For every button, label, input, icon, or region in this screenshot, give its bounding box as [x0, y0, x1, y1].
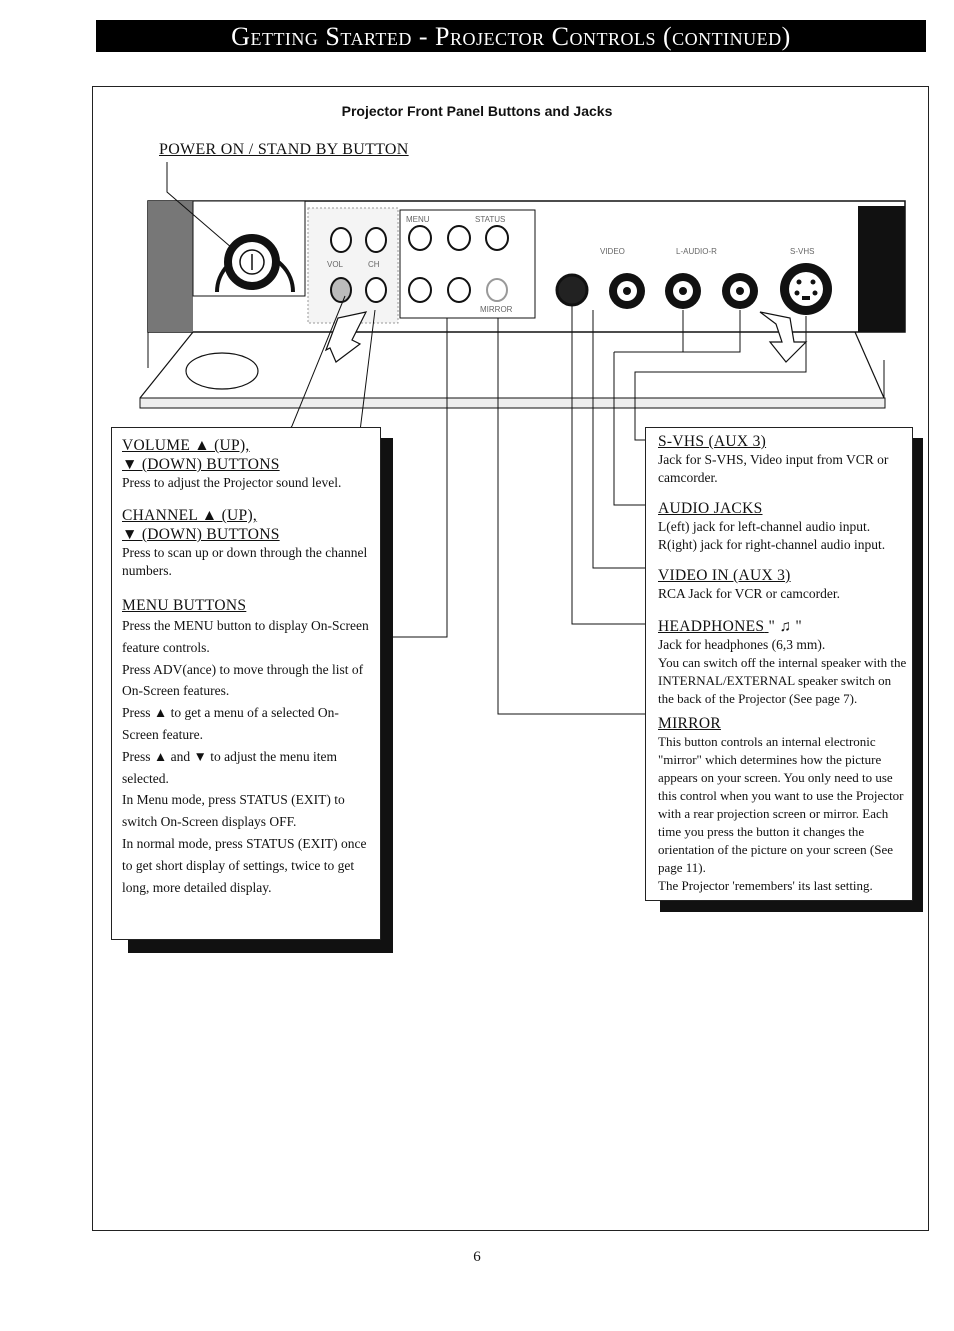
svhs-jack-icon [780, 263, 832, 315]
svg-text:STATUS: STATUS [475, 215, 505, 224]
svhs-text: Jack for S-VHS, Video input from VCR or … [658, 452, 889, 485]
figure-title: Projector Front Panel Buttons and Jacks [341, 103, 613, 119]
menu-line: Press the MENU button to display On-Scre… [122, 618, 369, 655]
menu-line: In normal mode, press STATUS (EXIT) once… [122, 835, 367, 895]
video-in-jack-icon [609, 273, 645, 309]
mirror-remember-text: The Projector 'remembers' its last setti… [658, 878, 873, 893]
channel-title-down: ▼ (DOWN) BUTTONS [122, 526, 280, 543]
svg-text:S-VHS: S-VHS [790, 247, 814, 256]
audio-text-right: R(ight) jack for right-channel audio inp… [658, 537, 886, 552]
power-button-icon [215, 234, 295, 293]
volume-title-down: ▼ (DOWN) BUTTONS [122, 456, 280, 473]
svg-text:VIDEO: VIDEO [600, 247, 625, 256]
right-description-box: S-VHS (AUX 3) Jack for S-VHS, Video inpu… [645, 427, 913, 901]
video-title: VIDEO IN (AUX 3) [658, 567, 791, 584]
power-button-label: POWER ON / STAND BY BUTTON [159, 141, 409, 158]
headphones-switch-text: You can switch off the internal speaker … [658, 655, 907, 706]
svg-text:CH: CH [368, 260, 380, 269]
figure-frame [92, 86, 929, 1231]
audio-title: AUDIO JACKS [658, 500, 763, 517]
channel-title: CHANNEL ▲ (UP), [122, 507, 258, 524]
volume-text: Press to adjust the Projector sound leve… [122, 475, 342, 490]
audio-right-jack-icon [722, 273, 758, 309]
menu-line: In Menu mode, press STATUS (EXIT) to swi… [122, 792, 345, 830]
headphones-symbol-icon: " ♫ " [768, 618, 803, 635]
headphones-jack-icon [555, 273, 589, 307]
page-number: 6 [473, 1249, 481, 1265]
svg-text:L-AUDIO-R: L-AUDIO-R [676, 247, 717, 256]
menu-line: Press ▲ and ▼ to adjust the menu item se… [122, 748, 337, 786]
menu-line: Press ▲ to get a menu of a selected On-S… [122, 705, 339, 742]
left-description-box: VOLUME ▲ (UP), ▼ (DOWN) BUTTONS Press to… [111, 427, 381, 940]
headphones-text: Jack for headphones (6,3 mm). [658, 637, 826, 652]
menu-line: Press ADV(ance) to move through the list… [122, 661, 364, 699]
volume-title: VOLUME ▲ (UP), [122, 437, 250, 454]
svg-text:VOL: VOL [327, 260, 344, 269]
mirror-title: MIRROR [658, 715, 721, 732]
mirror-text: This button controls an internal electro… [658, 734, 904, 875]
svg-text:MENU: MENU [406, 215, 430, 224]
audio-text-left: L(eft) jack for left-channel audio input… [658, 519, 871, 534]
svhs-title: S-VHS (AUX 3) [658, 433, 767, 450]
menu-title: MENU BUTTONS [122, 597, 247, 614]
audio-left-jack-icon [665, 273, 701, 309]
headphones-title: HEADPHONES " ♫ " [658, 618, 803, 635]
video-text: RCA Jack for VCR or camcorder. [658, 586, 840, 601]
svg-text:MIRROR: MIRROR [480, 305, 513, 314]
channel-text: Press to scan up or down through the cha… [122, 545, 368, 578]
page-title-banner: Getting Started - Projector Controls (co… [96, 20, 926, 52]
